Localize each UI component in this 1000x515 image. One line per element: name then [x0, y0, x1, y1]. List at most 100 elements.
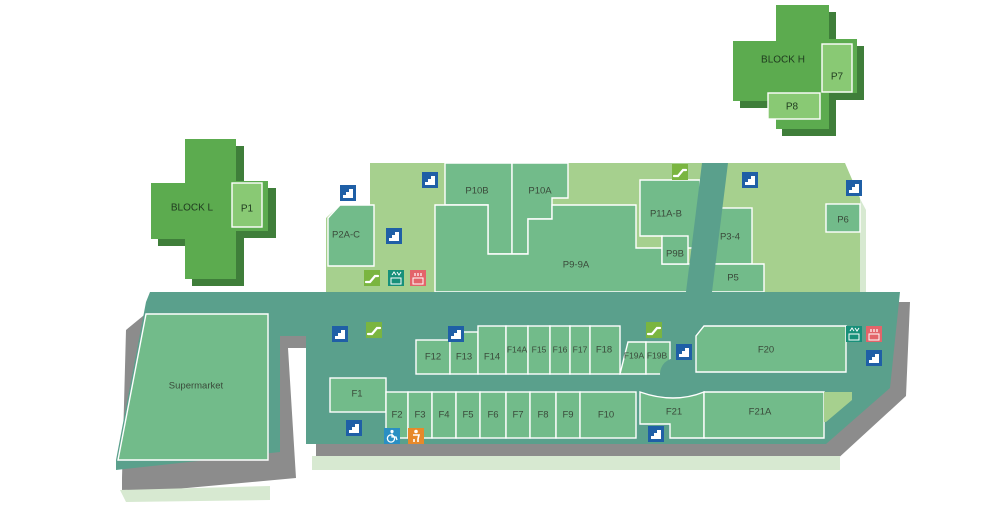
- escalator-icon-glyph: [364, 274, 380, 284]
- label-f5: F5: [462, 410, 473, 421]
- upper-shops: [327, 162, 861, 293]
- label-f1: F1: [351, 389, 362, 400]
- stairs-icon-glyph: [335, 330, 345, 339]
- label-f10: F10: [598, 410, 614, 421]
- label-f2: F2: [391, 410, 402, 421]
- label-f21a: F21A: [749, 407, 772, 418]
- label-f19a: F19A: [624, 350, 645, 360]
- unit-f7[interactable]: [505, 391, 531, 439]
- label-p9-9a: P9-9A: [563, 260, 590, 271]
- stairs-icon[interactable]: [346, 420, 362, 436]
- lift-icon[interactable]: [846, 326, 862, 342]
- label-f19b: F19B: [647, 350, 668, 360]
- label-p9b: P9B: [666, 249, 684, 260]
- unit-f20[interactable]: [695, 325, 847, 373]
- unit-f14[interactable]: [477, 325, 507, 375]
- unit-f21a[interactable]: [703, 391, 825, 439]
- stairs-icon-glyph: [425, 176, 435, 185]
- block-l[interactable]: BLOCK L P1: [151, 139, 276, 286]
- label-f14a: F14A: [507, 344, 528, 354]
- escalator-icon[interactable]: [672, 164, 688, 180]
- atrium: [660, 358, 692, 390]
- escalator-icon[interactable]: [364, 270, 380, 286]
- label-f3: F3: [414, 410, 425, 421]
- escalator-icon[interactable]: [646, 322, 662, 338]
- lower-mall-shadow-light: [312, 456, 840, 470]
- unit-p9b[interactable]: [661, 235, 689, 265]
- unit-p2a-c[interactable]: [327, 204, 375, 267]
- unit-f9[interactable]: [555, 391, 581, 439]
- lift-icon-arrows: [391, 271, 402, 276]
- stairs-icon[interactable]: [422, 172, 438, 188]
- label-f7: F7: [512, 410, 523, 421]
- accessible-icon[interactable]: [384, 428, 400, 444]
- stairs-icon-glyph: [349, 424, 359, 433]
- block-h-label: BLOCK H: [761, 55, 805, 66]
- block-l-label: BLOCK L: [171, 203, 214, 214]
- label-f15: F15: [532, 344, 547, 354]
- block-h-unit-p8-label: P8: [786, 102, 799, 113]
- block-l-body: [151, 139, 268, 279]
- stairs-icon[interactable]: [676, 344, 692, 360]
- accessible-icon-wheel: [386, 434, 396, 443]
- washroom-icon-box: [868, 333, 880, 341]
- unit-supermarket[interactable]: [117, 313, 269, 461]
- unit-f1[interactable]: [329, 377, 387, 413]
- unit-light-corner: [824, 392, 852, 422]
- unit-f6[interactable]: [479, 391, 507, 439]
- escalator-icon-glyph: [366, 326, 382, 336]
- stairs-icon[interactable]: [448, 326, 464, 342]
- label-f12: F12: [425, 352, 441, 363]
- washroom-icon-figures: [870, 329, 878, 332]
- stairs-icon-glyph: [651, 430, 661, 439]
- lift-icon-arrows: [849, 327, 860, 332]
- washroom-icon-box: [412, 277, 424, 285]
- unit-f4[interactable]: [431, 391, 457, 439]
- washroom-icons: [410, 270, 882, 342]
- unit-f10[interactable]: [579, 391, 637, 439]
- lift-icon[interactable]: [388, 270, 404, 286]
- block-l-unit-p1[interactable]: [231, 182, 263, 228]
- stairs-icon[interactable]: [332, 326, 348, 342]
- stairs-icon-glyph: [451, 330, 461, 339]
- stairs-icon[interactable]: [340, 185, 356, 201]
- escalator-icon[interactable]: [366, 322, 382, 338]
- baby-care-icon-head: [414, 429, 418, 434]
- label-f16: F16: [553, 344, 568, 354]
- lower-shops-upper-row: [415, 325, 847, 375]
- washroom-icon[interactable]: [866, 326, 882, 342]
- washroom-icon[interactable]: [410, 270, 426, 286]
- stairs-icon[interactable]: [386, 228, 402, 244]
- label-f21: F21: [666, 407, 682, 418]
- stairs-icon-glyph: [343, 189, 353, 198]
- label-f8: F8: [537, 410, 548, 421]
- label-f20: F20: [758, 345, 774, 356]
- stairs-icon-glyph: [745, 176, 755, 185]
- block-h[interactable]: BLOCK H P7 P8: [733, 5, 864, 136]
- label-f6: F6: [487, 410, 498, 421]
- label-f14: F14: [484, 352, 500, 363]
- stairs-icon[interactable]: [846, 180, 862, 196]
- unit-f8[interactable]: [529, 391, 557, 439]
- block-h-unit-p8[interactable]: [767, 92, 821, 120]
- lift-icons: [388, 270, 862, 342]
- label-p10b: P10B: [465, 186, 488, 197]
- stairs-icon-glyph: [389, 232, 399, 241]
- unit-p6[interactable]: [825, 203, 861, 233]
- block-h-unit-p7[interactable]: [821, 43, 853, 93]
- stairs-icon-glyph: [679, 348, 689, 357]
- unit-f21[interactable]: [639, 390, 705, 439]
- accessible-icon-body: [391, 433, 398, 441]
- baby-care-icon[interactable]: [408, 428, 424, 444]
- unit-f18[interactable]: [589, 325, 621, 375]
- unit-f12[interactable]: [415, 339, 451, 375]
- lower-labels: Supermarket F1 F2 F3 F4 F5 F6 F7 F8 F9 F…: [169, 344, 774, 420]
- stairs-icon[interactable]: [648, 426, 664, 442]
- facility-icons: [384, 428, 424, 444]
- label-p10a: P10A: [528, 186, 552, 197]
- stairs-icon[interactable]: [742, 172, 758, 188]
- stairs-icon[interactable]: [866, 350, 882, 366]
- label-p11a-b: P11A-B: [650, 209, 682, 220]
- label-f17: F17: [573, 344, 588, 354]
- block-h-body: [733, 5, 857, 129]
